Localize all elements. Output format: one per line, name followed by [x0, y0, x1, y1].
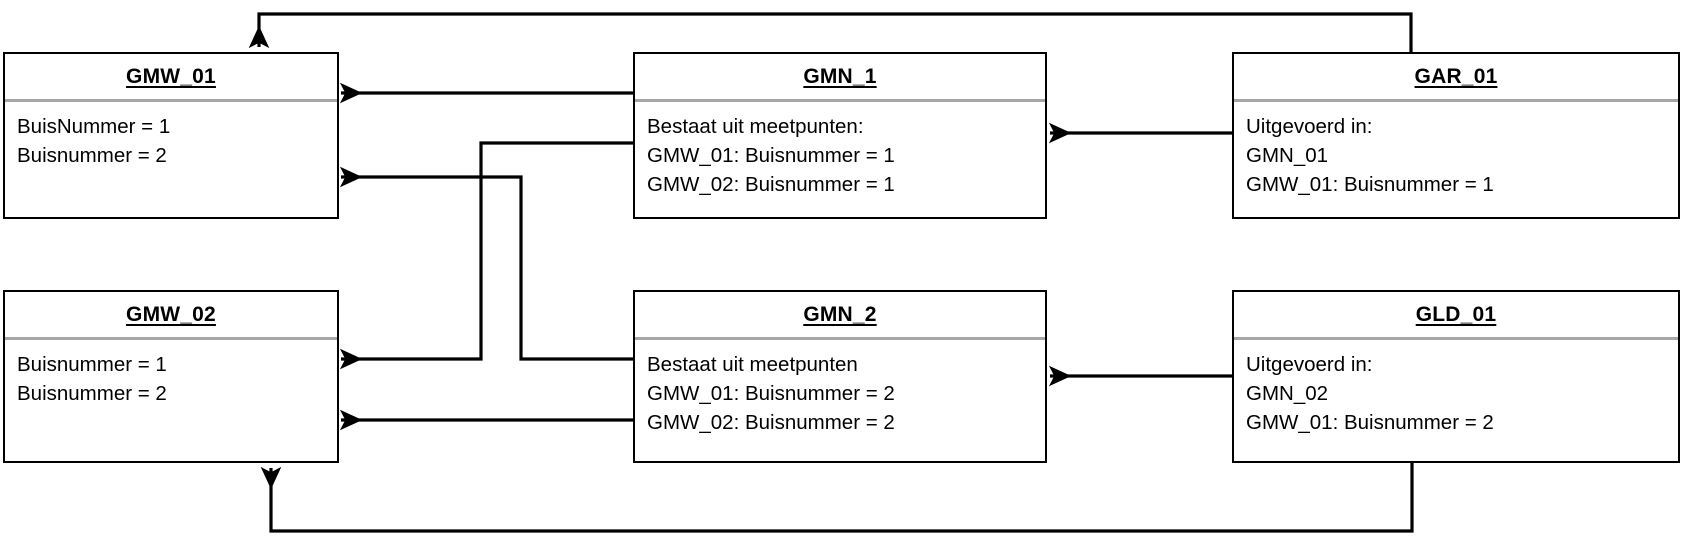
node-gar-01-body: Uitgevoerd in: GMN_01 GMW_01: Buisnummer… — [1234, 102, 1678, 217]
node-gmn-1-body: Bestaat uit meetpunten: GMW_01: Buisnumm… — [635, 102, 1045, 217]
node-gld-01-title: GLD_01 — [1415, 302, 1497, 326]
node-gmn-1[interactable]: GMN_1 Bestaat uit meetpunten: GMW_01: Bu… — [633, 52, 1047, 219]
node-gmn-2-title: GMN_2 — [803, 302, 877, 326]
node-gmw-02[interactable]: GMW_02 Buisnummer = 1 Buisnummer = 2 — [3, 290, 339, 463]
node-gmw-01-line-1: BuisNummer = 1 — [17, 115, 171, 138]
connector-gmn1-to-gmw01-lower — [339, 166, 633, 361]
node-gld-01-header: GLD_01 — [1234, 292, 1678, 340]
node-gmn-1-line-3: GMW_02: Buisnummer = 1 — [647, 173, 895, 196]
node-gmn-1-title: GMN_1 — [803, 64, 877, 88]
node-gmn-2-line-2: GMW_01: Buisnummer = 2 — [647, 382, 895, 405]
node-gmw-02-title: GMW_02 — [126, 302, 216, 326]
node-gld-01[interactable]: GLD_01 Uitgevoerd in: GMN_02 GMW_01: Bui… — [1232, 290, 1680, 463]
connector-gld01-to-gmw02-bottom — [260, 463, 1414, 533]
connector-gmn1-to-gmw02 — [339, 141, 633, 370]
node-gmn-2-line-1: Bestaat uit meetpunten — [647, 353, 858, 376]
node-gmn-1-line-2: GMW_01: Buisnummer = 1 — [647, 144, 895, 167]
node-gar-01-title: GAR_01 — [1414, 64, 1498, 88]
node-gar-01-line-1: Uitgevoerd in: — [1246, 115, 1373, 138]
node-gmn-1-header: GMN_1 — [635, 54, 1045, 102]
node-gmw-01-body: BuisNummer = 1 Buisnummer = 2 — [5, 102, 337, 217]
node-gmw-02-line-1: Buisnummer = 1 — [17, 353, 167, 376]
node-gmw-02-line-2: Buisnummer = 2 — [17, 382, 167, 405]
node-gld-01-body: Uitgevoerd in: GMN_02 GMW_01: Buisnummer… — [1234, 340, 1678, 461]
connector-gar01-to-gmw01-top — [248, 12, 1413, 52]
node-gar-01-line-2: GMN_01 — [1246, 144, 1329, 167]
node-gmw-01-line-2: Buisnummer = 2 — [17, 144, 167, 167]
node-gmw-01[interactable]: GMW_01 BuisNummer = 1 Buisnummer = 2 — [3, 52, 339, 219]
node-gld-01-line-1: Uitgevoerd in: — [1246, 353, 1373, 376]
node-gmn-2-header: GMN_2 — [635, 292, 1045, 340]
node-gmn-1-line-1: Bestaat uit meetpunten: — [647, 115, 864, 138]
node-gmw-01-title: GMW_01 — [126, 64, 216, 88]
node-gmw-02-header: GMW_02 — [5, 292, 337, 340]
node-gmn-2-body: Bestaat uit meetpunten GMW_01: Buisnumme… — [635, 340, 1045, 461]
node-gar-01-header: GAR_01 — [1234, 54, 1678, 102]
node-gmw-02-body: Buisnummer = 1 Buisnummer = 2 — [5, 340, 337, 461]
node-gar-01-line-3: GMW_01: Buisnummer = 1 — [1246, 173, 1494, 196]
node-gmn-2[interactable]: GMN_2 Bestaat uit meetpunten GMW_01: Bui… — [633, 290, 1047, 463]
node-gmn-2-line-3: GMW_02: Buisnummer = 2 — [647, 411, 895, 434]
node-gld-01-line-3: GMW_01: Buisnummer = 2 — [1246, 411, 1494, 434]
node-gmw-01-header: GMW_01 — [5, 54, 337, 102]
node-gld-01-line-2: GMN_02 — [1246, 382, 1329, 405]
node-gar-01[interactable]: GAR_01 Uitgevoerd in: GMN_01 GMW_01: Bui… — [1232, 52, 1680, 219]
